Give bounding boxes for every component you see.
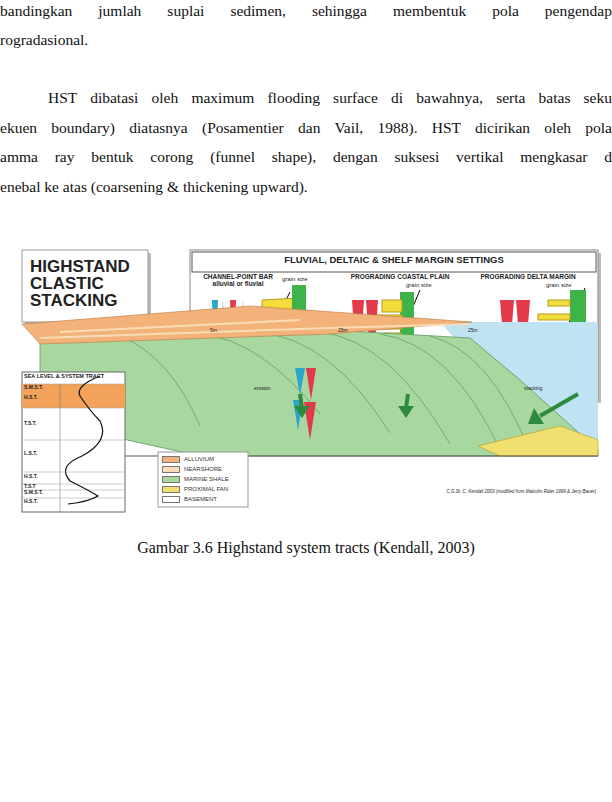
credit-note: C.G.St. C. Kendall 2003 (modified from M… xyxy=(420,490,596,495)
system-tract-label: T.S.T xyxy=(24,484,60,490)
system-tract-label: L.S.T. xyxy=(24,451,60,457)
legend-text: ALLUVIUM xyxy=(184,456,214,462)
node-text: 25m xyxy=(338,328,360,333)
node-text: FLUVIAL, DELTAIC & SHELF MARGIN SETTINGS xyxy=(196,255,592,265)
legend-text: MARINE SHALE xyxy=(184,476,229,482)
node-text: erosion xyxy=(254,386,294,391)
legend-swatch xyxy=(162,476,180,483)
legend-text: NEARSHORE xyxy=(184,466,222,472)
system-tract-label: T.S.T. xyxy=(24,421,60,427)
body-text-line: HST dibatasi oleh maximum flooding surfa… xyxy=(48,89,612,107)
body-text-line: rogradasional. xyxy=(0,31,612,49)
body-text-line: enebal ke atas (coarsening & thickening … xyxy=(0,178,612,196)
body-text-line: bandingkan jumlah suplai sedimen, sehing… xyxy=(0,2,612,20)
system-tract-label: S.M.S.T. xyxy=(24,490,60,496)
system-tract-label: S.M.S.T. xyxy=(24,385,60,391)
node-text: 25m xyxy=(468,328,490,333)
node-text: grain size xyxy=(406,282,446,288)
legend-swatch xyxy=(162,486,180,493)
settings-box: FLUVIAL, DELTAIC & SHELF MARGIN SETTINGS… xyxy=(190,250,598,400)
legend-text: BASEMENT xyxy=(184,496,217,502)
node-text: grain size xyxy=(282,276,318,282)
legend-swatch xyxy=(162,466,180,473)
legend-text: PROXIMAL FAN xyxy=(184,486,228,492)
node-text: grain size xyxy=(546,282,586,288)
setting-panel: CHANNEL-POINT BAR alluvial or fluvial gra… xyxy=(198,274,320,396)
legend-swatch xyxy=(162,496,180,503)
node-text: PROGRADING DELTA MARGIN xyxy=(472,274,584,281)
body-text-line: ekuen boundary) diatasnya (Posamentier d… xyxy=(0,119,612,137)
body-text-line: amma ray bentuk corong (funnel shape), d… xyxy=(0,148,612,166)
node-text: stacking xyxy=(524,386,564,391)
node-text: CHANNEL-POINT BAR alluvial or fluvial xyxy=(198,274,278,288)
node-text: 5m xyxy=(210,328,230,333)
setting-panel: PROGRADING DELTA MARGINgrain size 25m stac… xyxy=(462,274,594,396)
system-tract-label: H.S.T. xyxy=(24,395,60,401)
title-box: HIGHSTAND CLASTIC STACKING xyxy=(22,250,148,322)
figure-caption: Gambar 3.6 Highstand system tracts (Kend… xyxy=(0,539,612,557)
node-text: HIGHSTAND CLASTIC STACKING xyxy=(30,258,142,309)
node-text: PROGRADING COASTAL PLAIN xyxy=(350,274,450,281)
system-tract-label: H.S.T. xyxy=(24,499,60,505)
legend-swatch xyxy=(162,456,180,463)
system-tract-label: H.S.T. xyxy=(24,474,60,480)
node-text: SEA LEVEL & SYSTEM TRACT xyxy=(24,374,123,380)
setting-panel: PROGRADING COASTAL PLAINgrain size 25m xyxy=(330,274,452,396)
